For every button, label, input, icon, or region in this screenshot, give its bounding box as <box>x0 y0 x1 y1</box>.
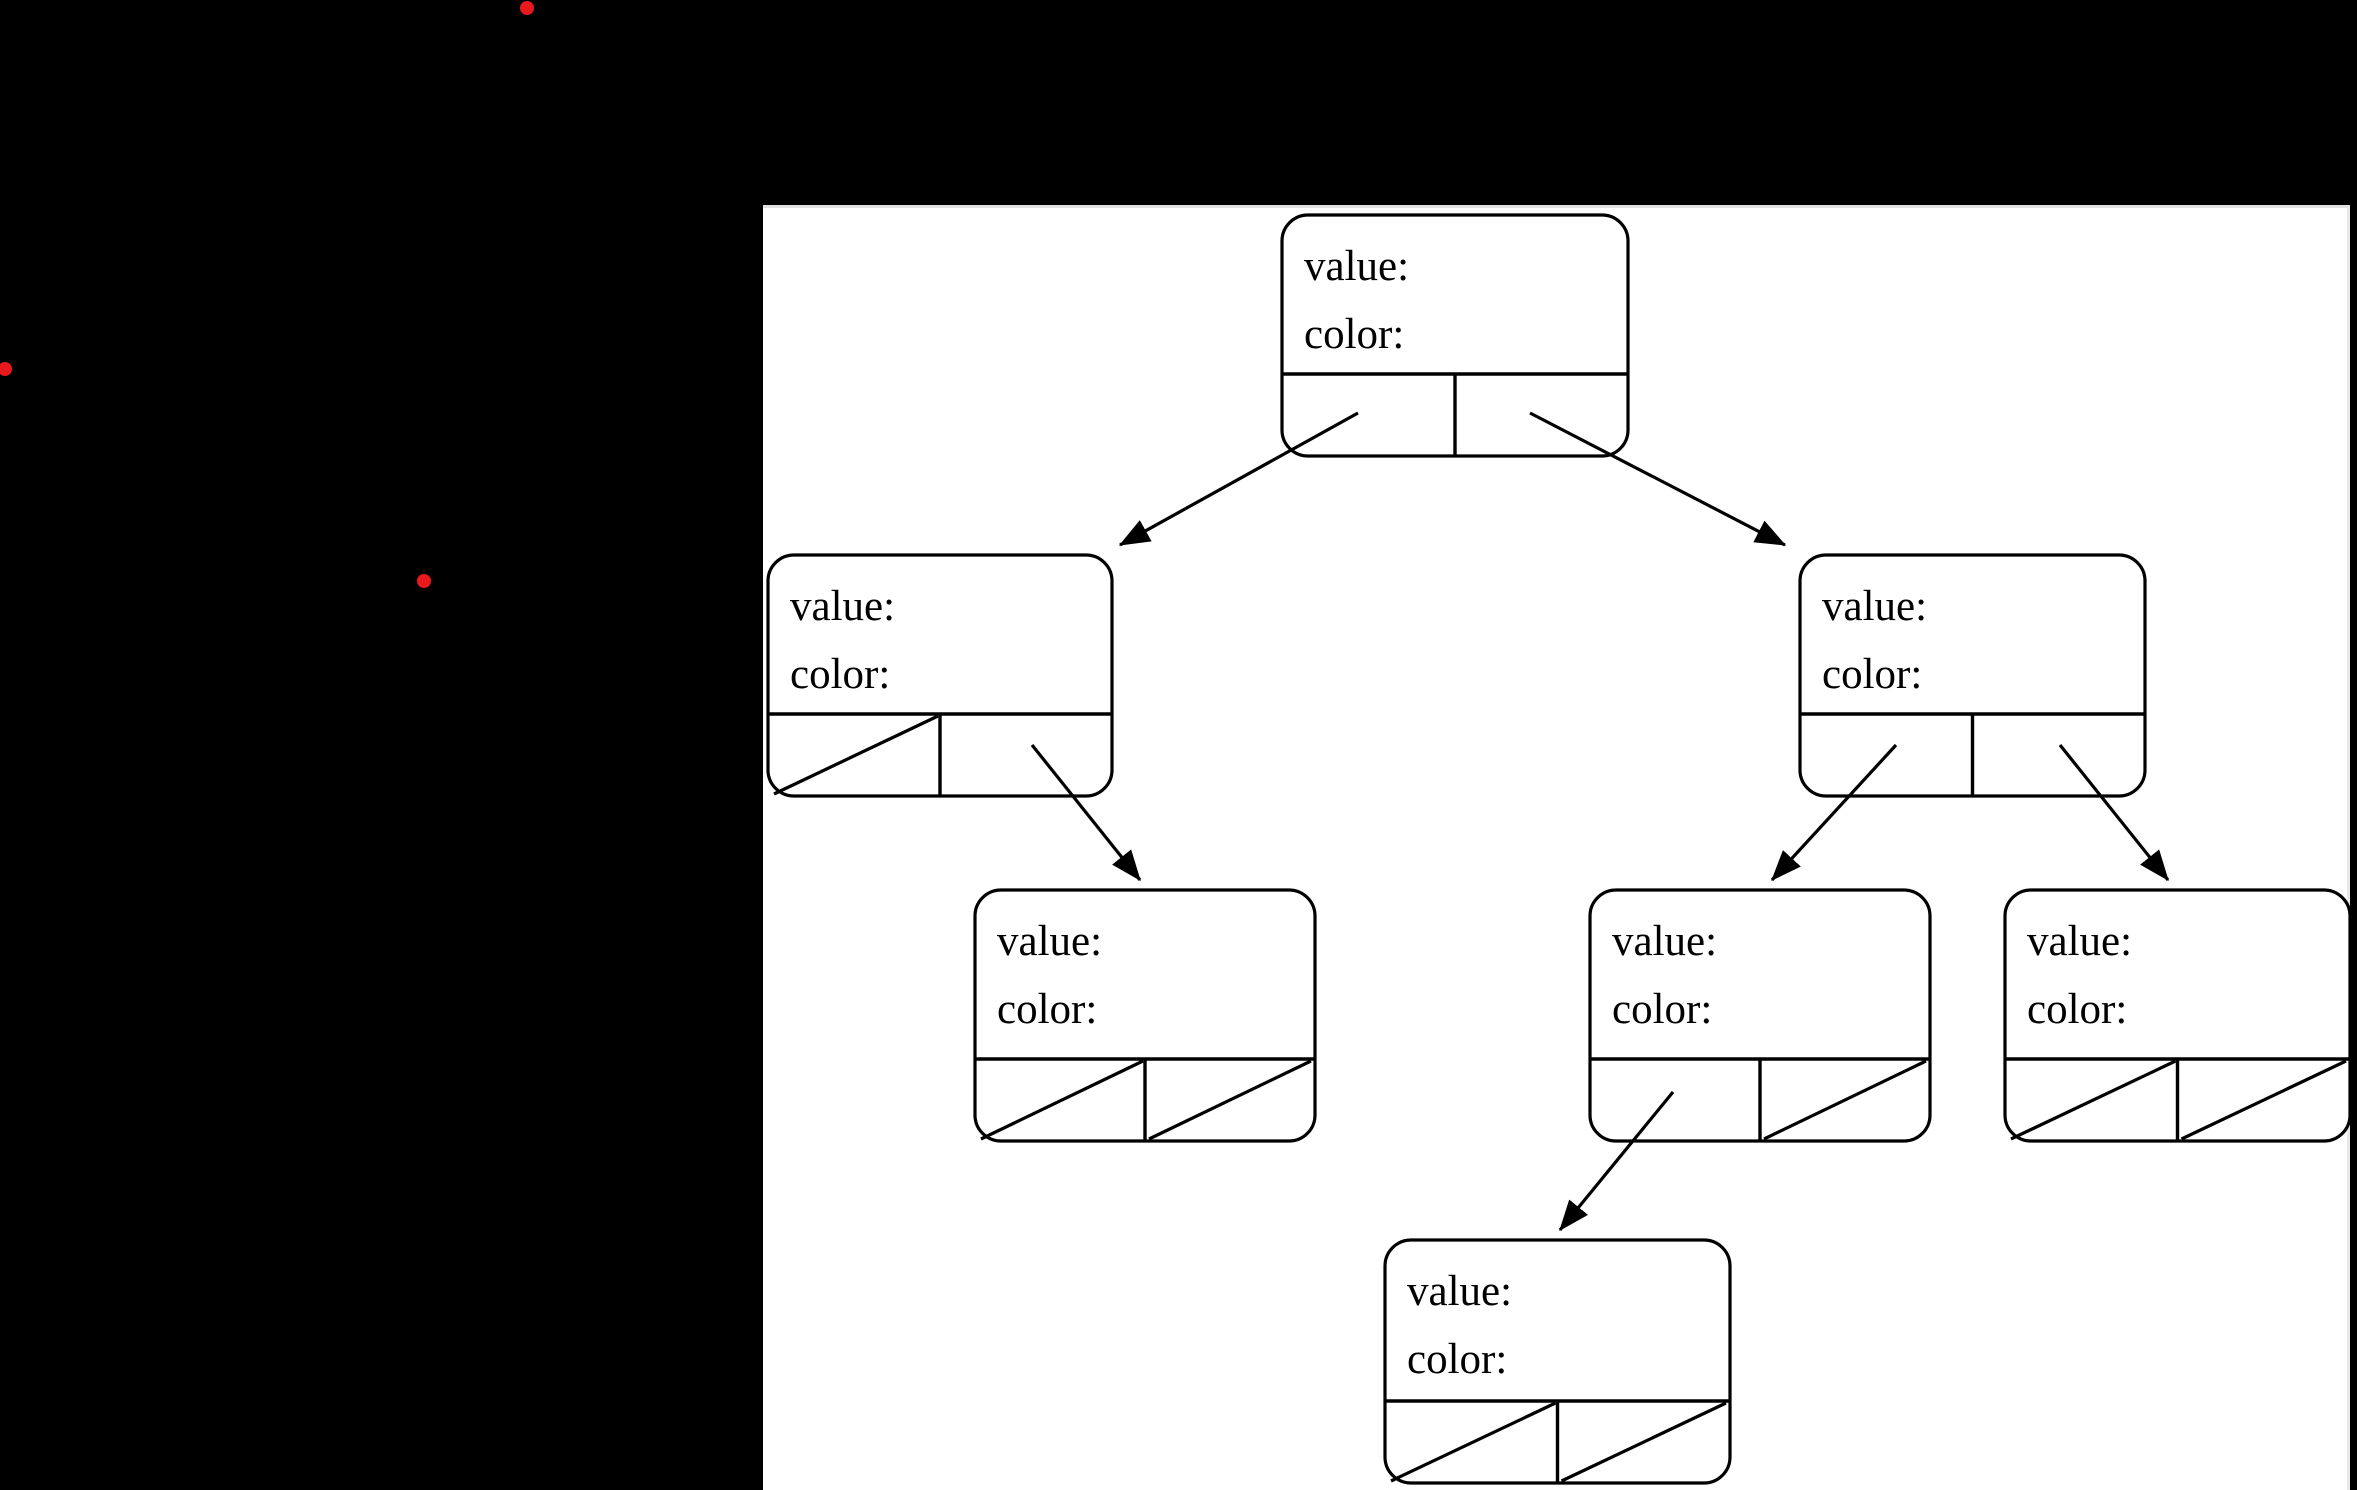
diagram-canvas <box>763 205 2350 1490</box>
marker-dot-top <box>520 1 534 15</box>
node-color-label-right-left-left: color: <box>1407 1336 1508 1383</box>
node-value-label-left: value: <box>790 583 896 630</box>
node-value-label-right-left-left: value: <box>1407 1268 1513 1315</box>
node-color-label-right-right: color: <box>2027 986 2128 1033</box>
marker-dot-left <box>0 362 12 376</box>
node-color-label-root: color: <box>1304 311 1405 358</box>
node-value-label-right: value: <box>1822 583 1928 630</box>
node-value-label-root: value: <box>1304 243 1410 290</box>
node-color-label-right: color: <box>1822 651 1923 698</box>
node-color-label-left: color: <box>790 651 891 698</box>
node-value-label-right-left: value: <box>1612 918 1718 965</box>
node-color-label-left-right: color: <box>997 986 1098 1033</box>
node-value-label-right-right: value: <box>2027 918 2133 965</box>
marker-dot-mid <box>417 574 431 588</box>
node-color-label-right-left: color: <box>1612 986 1713 1033</box>
node-value-label-left-right: value: <box>997 918 1103 965</box>
